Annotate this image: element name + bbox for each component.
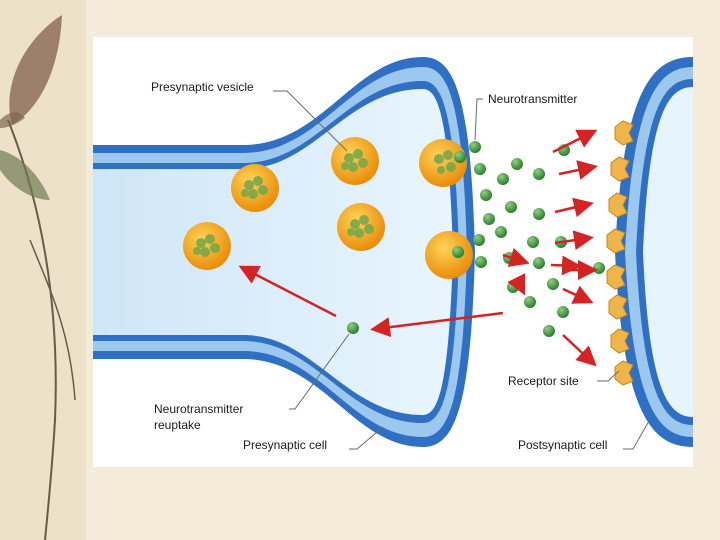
- neurotransmitter-molecule: [533, 208, 545, 220]
- neurotransmitter-molecule: [483, 213, 495, 225]
- neurotransmitter-molecule: [527, 236, 539, 248]
- label-receptor-site: Receptor site: [508, 374, 579, 389]
- presynaptic-cytoplasm: [93, 89, 453, 415]
- neurotransmitter-molecule: [505, 201, 517, 213]
- label-reuptake-line2: reuptake: [154, 418, 201, 433]
- leader-postsynaptic-cell: [623, 421, 649, 449]
- arrow: [563, 289, 589, 301]
- arrow: [559, 167, 593, 174]
- leader-neurotransmitter: [475, 99, 483, 140]
- vesicle: [331, 137, 379, 185]
- label-presynaptic-cell: Presynaptic cell: [243, 438, 327, 453]
- label-neurotransmitter: Neurotransmitter: [488, 92, 577, 107]
- neurotransmitter-molecule: [454, 151, 466, 163]
- neurotransmitter-molecule: [533, 168, 545, 180]
- neurotransmitter-molecule: [480, 189, 492, 201]
- vesicle: [231, 164, 279, 212]
- neurotransmitter-molecule: [474, 163, 486, 175]
- neurotransmitter-molecule: [557, 306, 569, 318]
- neurotransmitter-molecule: [475, 256, 487, 268]
- arrow: [553, 132, 593, 152]
- neurotransmitter-molecule: [347, 322, 359, 334]
- neurotransmitter-molecule: [511, 158, 523, 170]
- vesicle-docked: [425, 231, 473, 279]
- label-reuptake-line1: Neurotransmitter: [154, 402, 243, 417]
- vesicle-docked: [419, 139, 467, 187]
- synapse-diagram: Presynaptic vesicle Neurotransmitter Rec…: [93, 37, 693, 467]
- arrow: [563, 335, 593, 363]
- vesicle: [337, 203, 385, 251]
- arrow: [555, 204, 589, 212]
- neurotransmitter-molecule: [593, 262, 605, 274]
- neurotransmitter-molecule: [507, 281, 519, 293]
- label-presynaptic-vesicle: Presynaptic vesicle: [151, 80, 254, 95]
- arrow: [551, 265, 577, 266]
- neurotransmitter-molecule: [452, 246, 464, 258]
- neurotransmitter-molecule: [473, 234, 485, 246]
- neurotransmitter-molecule: [524, 296, 536, 308]
- neurotransmitter-molecule: [469, 141, 481, 153]
- neurotransmitter-molecule: [543, 325, 555, 337]
- vesicle: [183, 222, 231, 270]
- neurotransmitter-molecule: [547, 278, 559, 290]
- neurotransmitter-molecule: [495, 226, 507, 238]
- label-postsynaptic-cell: Postsynaptic cell: [518, 438, 607, 453]
- neurotransmitter-molecule: [533, 257, 545, 269]
- neurotransmitter-molecule: [497, 173, 509, 185]
